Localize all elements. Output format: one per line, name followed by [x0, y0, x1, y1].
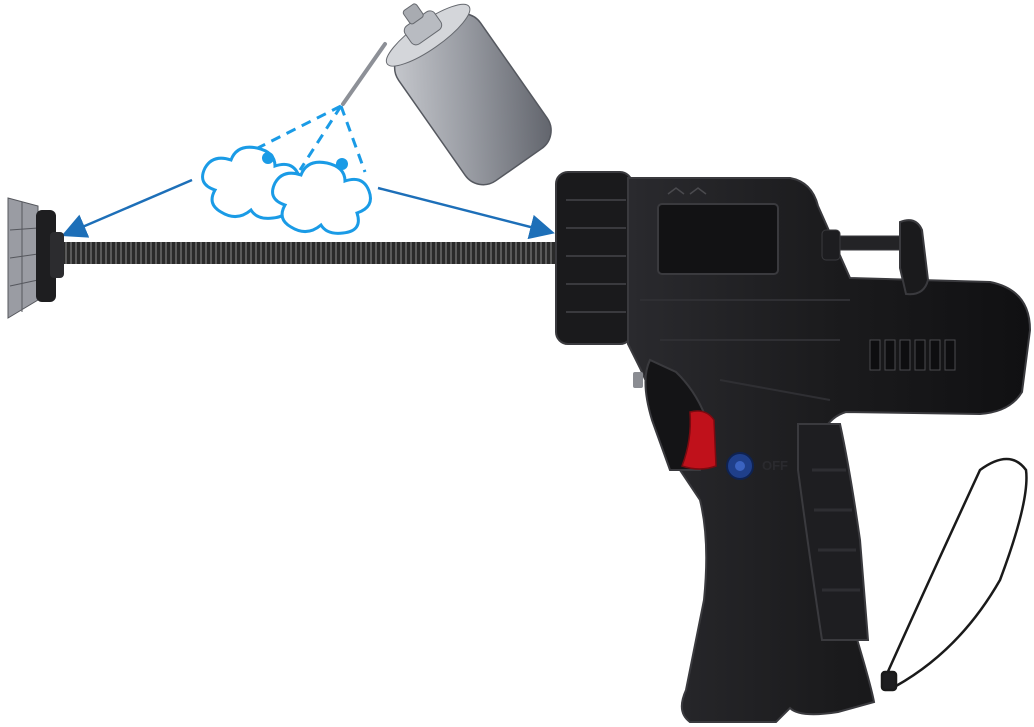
plunger-plate [8, 198, 64, 318]
threaded-rod [60, 242, 566, 264]
off-label: OFF [762, 458, 788, 473]
caulking-gun-body [556, 172, 1030, 722]
spray-can-icon [343, 0, 560, 193]
lubricant-cloud-icon [203, 147, 371, 233]
lanyard-strap [882, 459, 1026, 690]
